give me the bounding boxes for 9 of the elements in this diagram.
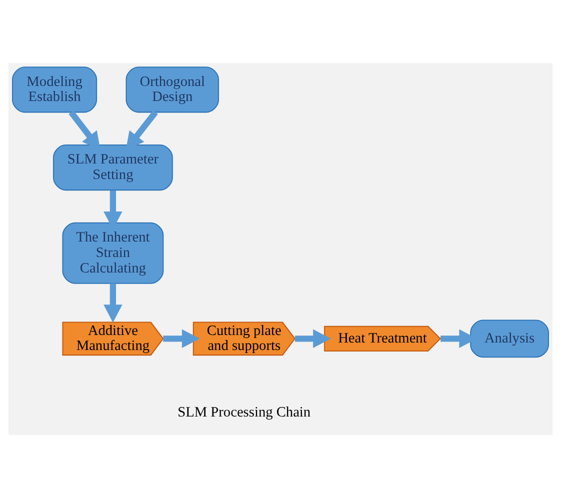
node-box: Modeling Establish bbox=[12, 66, 98, 112]
arrow bbox=[104, 282, 122, 322]
label: SLM Processing Chain bbox=[178, 404, 311, 420]
node-box: Analysis bbox=[470, 319, 549, 358]
node-box: SLM Parameter Setting bbox=[53, 144, 173, 190]
arrow bbox=[163, 328, 200, 348]
node-box: Orthogonal Design bbox=[126, 66, 220, 112]
arrow bbox=[294, 328, 331, 348]
node-box: The Inherent Strain Calculating bbox=[62, 222, 164, 284]
